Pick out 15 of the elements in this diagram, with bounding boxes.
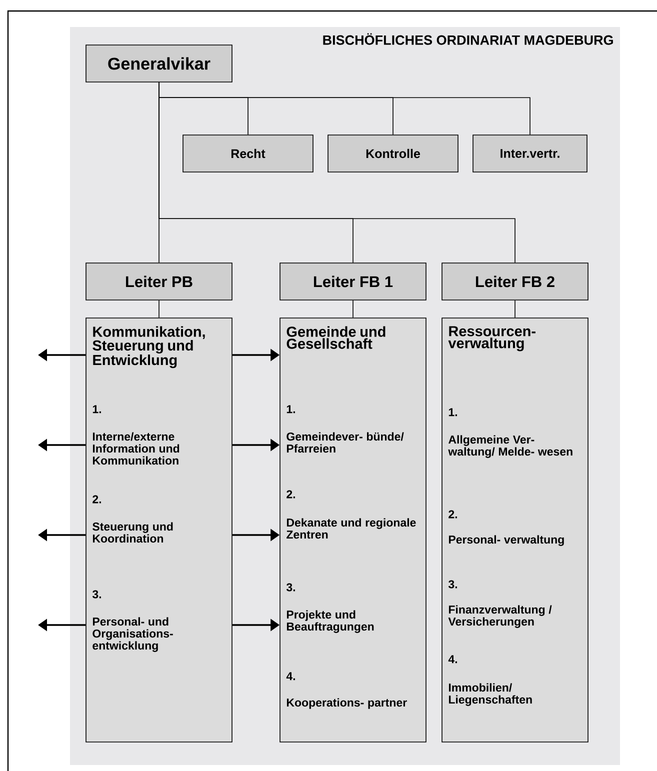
connector-line — [514, 300, 516, 318]
department-box: Ressourcen- verwaltung 1. Allgemeine Ver- waltung/ Melde- wesen 2. Personal- verwaltung 3. Finanzverwaltung / Versicherungen 4. Immobilien/ Liegenschaften — [442, 318, 588, 742]
connector-line — [352, 300, 354, 318]
department-box: Kommunikation, Steuerung und Entwicklung 1. Interne/externe Information und Kommunikation 2. Steuerung und Koordination 3. Personal- und Organisations- entwicklung — [86, 318, 232, 742]
leader-box: Leiter FB 2 — [442, 262, 588, 300]
title: BISCHÖFLICHES ORDINARIAT MAGDEBURG — [323, 33, 613, 45]
staff-box: Inter.vertr. — [472, 134, 588, 172]
leader-box: Leiter PB — [86, 262, 232, 300]
connector-line — [158, 82, 516, 263]
connector-line — [158, 300, 160, 318]
leader-box: Leiter FB 1 — [280, 262, 426, 300]
staff-box: Recht — [182, 134, 314, 172]
department-box: Gemeinde und Gesellschaft 1. Gemeindever- bünde/ Pfarreien 2. Dekanate und regionale Zentren 3. Projekte und Beauftragungen 4. Kooperations- partner — [280, 318, 426, 742]
staff-box: Kontrolle — [328, 134, 458, 172]
executive-box: Generalvikar — [86, 44, 232, 82]
